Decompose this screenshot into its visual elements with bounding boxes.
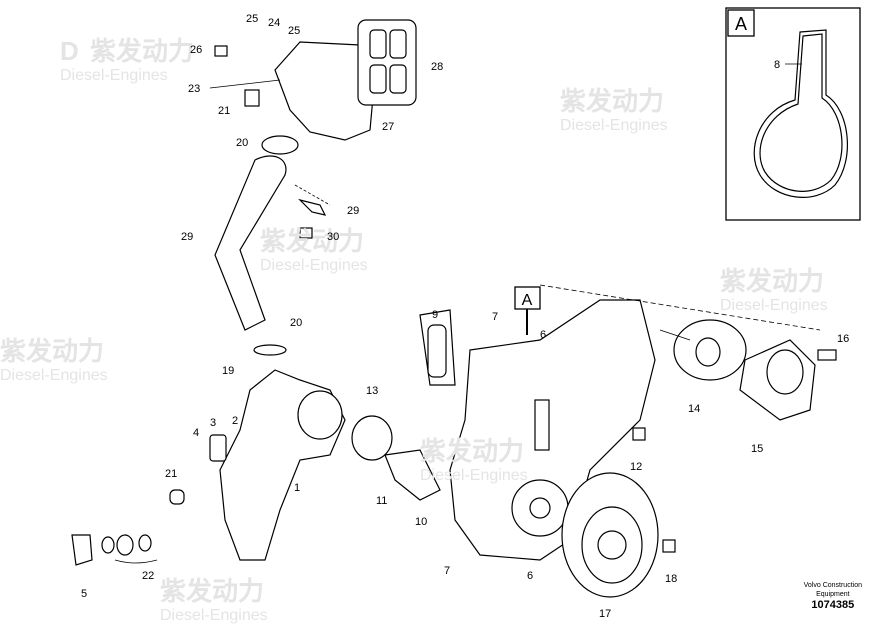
- callout: 7: [444, 565, 450, 577]
- callout: 24: [268, 17, 280, 29]
- callout: 18: [665, 573, 677, 585]
- callout: 4: [193, 427, 199, 439]
- caption-company: Volvo Construction: [803, 582, 862, 589]
- svg-text:紫发动力: 紫发动力: [160, 576, 264, 606]
- svg-text:Diesel-Engines: Diesel-Engines: [60, 67, 168, 84]
- svg-text:紫发动力: 紫发动力: [90, 36, 194, 66]
- callout: 21: [165, 468, 177, 480]
- callout: 25: [288, 25, 300, 37]
- callout: 3: [210, 417, 216, 429]
- callout: 14: [688, 403, 700, 415]
- svg-text:Diesel-Engines: Diesel-Engines: [560, 117, 668, 134]
- callout: 9: [432, 309, 438, 321]
- caption-company-line2: Equipment: [816, 591, 850, 598]
- callout: 28: [431, 61, 443, 73]
- callout: 15: [751, 443, 763, 455]
- svg-text:Diesel-Engines: Diesel-Engines: [720, 297, 828, 314]
- detail-view-a: A: [725, 7, 861, 221]
- callout: 10: [415, 516, 427, 528]
- callout: 29: [181, 231, 193, 243]
- callout: 25: [246, 13, 258, 25]
- callout: 8: [774, 59, 780, 71]
- callout: 19: [222, 365, 234, 377]
- svg-text:紫发动力: 紫发动力: [260, 226, 364, 256]
- svg-text:紫发动力: 紫发动力: [420, 436, 524, 466]
- svg-text:A: A: [735, 14, 747, 34]
- callout: 23: [188, 83, 200, 95]
- callout-labels: 26 25 24 25 28 23 21 27 20 29 29 30 20 9…: [81, 13, 849, 620]
- svg-text:Diesel-Engines: Diesel-Engines: [0, 367, 108, 384]
- svg-text:Diesel-Engines: Diesel-Engines: [260, 257, 368, 274]
- svg-text:Diesel-Engines: Diesel-Engines: [420, 467, 528, 484]
- callout: 17: [599, 608, 611, 620]
- callout: 29: [347, 205, 359, 217]
- svg-text:A: A: [522, 292, 533, 309]
- callout: 11: [376, 495, 387, 507]
- drawing-caption: Volvo Construction Equipment 1074385: [804, 581, 862, 611]
- callout: 6: [540, 329, 546, 341]
- callout: 26: [190, 44, 202, 56]
- svg-text:D: D: [60, 36, 79, 66]
- callout: 12: [630, 461, 642, 473]
- callout: 7: [492, 311, 498, 323]
- callout: 13: [366, 385, 378, 397]
- svg-text:Diesel-Engines: Diesel-Engines: [160, 607, 268, 624]
- callout: 5: [81, 588, 87, 600]
- callout: 21: [218, 105, 230, 117]
- callout: 16: [837, 333, 849, 345]
- callout: 30: [327, 231, 339, 243]
- callout: 27: [382, 121, 394, 133]
- callout: 6: [527, 570, 533, 582]
- svg-text:紫发动力: 紫发动力: [560, 86, 664, 116]
- callout: 2: [232, 415, 238, 427]
- callout: 20: [290, 317, 302, 329]
- section-marker-a: A: [514, 286, 541, 335]
- svg-text:紫发动力: 紫发动力: [720, 266, 824, 296]
- callout: 20: [236, 137, 248, 149]
- drawing-number: 1074385: [811, 599, 855, 611]
- svg-text:紫发动力: 紫发动力: [0, 336, 104, 366]
- callout: 22: [142, 570, 154, 582]
- callout: 1: [294, 482, 300, 494]
